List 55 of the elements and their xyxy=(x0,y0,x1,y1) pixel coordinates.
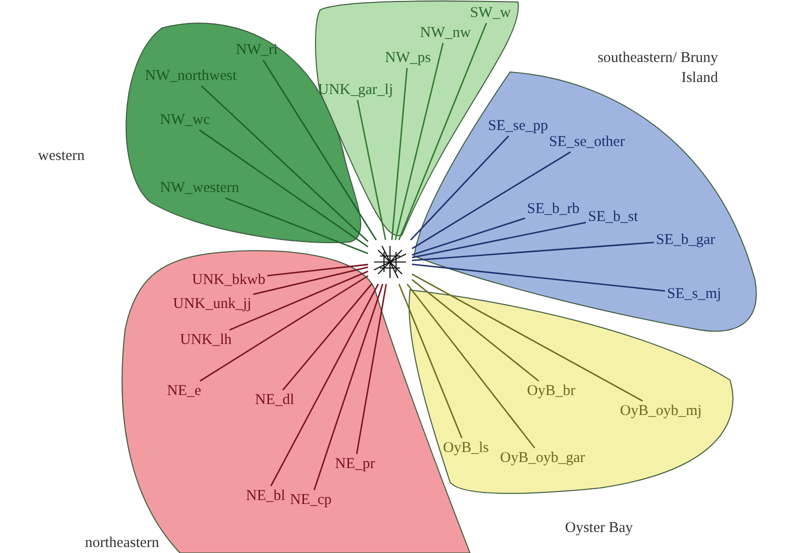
taxon-label: OyB_ls xyxy=(443,440,489,456)
tree-branch xyxy=(398,22,488,240)
taxon-label: OyB_br xyxy=(527,383,576,399)
tree-branch xyxy=(267,264,368,276)
tree-branch xyxy=(394,42,444,240)
taxon-label: NW_northwest xyxy=(145,68,237,84)
tree-branch xyxy=(412,273,644,402)
tree-branch xyxy=(201,85,368,242)
taxon-label: NW_wc xyxy=(160,112,210,128)
tree-branch xyxy=(314,284,384,490)
taxon-label: NW_nw xyxy=(420,25,471,41)
group-label: western xyxy=(38,147,85,166)
tree-branch xyxy=(412,242,654,262)
taxon-label: SE_b_st xyxy=(588,209,638,225)
taxon-label: NW_ps xyxy=(385,50,431,66)
tree-branch xyxy=(262,60,377,240)
tree-branch xyxy=(253,266,368,295)
tree-branch xyxy=(406,284,536,448)
tree-branch xyxy=(412,264,666,292)
taxon-label: NE_dl xyxy=(255,392,294,408)
tree-branch xyxy=(412,218,526,256)
group-label: southeastern/ Bruny Island xyxy=(596,49,718,88)
taxon-label: NE_e xyxy=(167,383,202,399)
tree-branch xyxy=(356,284,387,454)
taxon-label: SW_w xyxy=(470,5,511,21)
tree-branch xyxy=(199,129,368,248)
taxon-label: UNK_unk_jj xyxy=(173,296,252,312)
tree-branch xyxy=(412,151,571,250)
taxon-label: NE_cp xyxy=(290,492,332,508)
taxon-label: NW_western xyxy=(160,180,240,196)
taxon-label: SE_se_other xyxy=(549,134,625,150)
taxon-label: SE_se_pp xyxy=(488,118,548,134)
tree-branch xyxy=(356,100,386,240)
taxon-label: SE_s_mj xyxy=(667,286,722,302)
taxon-label: OyB_oyb_gar xyxy=(500,450,585,466)
taxon-label: UNK_bkwb xyxy=(192,272,266,288)
taxon-label: SE_b_rb xyxy=(527,201,580,217)
tree-branch xyxy=(412,222,586,258)
tree-branch xyxy=(282,284,372,390)
taxon-label: NE_pr xyxy=(335,456,375,472)
tree-branch xyxy=(270,284,379,486)
taxon-label: UNK_lh xyxy=(180,332,232,348)
tree-branch xyxy=(391,68,408,240)
tree-branch xyxy=(225,197,368,254)
taxon-label: NE_bl xyxy=(246,488,286,504)
group-label: Oyster Bay xyxy=(565,519,633,538)
group-label: northeastern xyxy=(85,534,160,553)
tree-branch xyxy=(200,275,368,382)
tree-branch xyxy=(412,279,540,382)
tree-branch xyxy=(229,270,368,331)
taxon-label: OyB_oyb_mj xyxy=(620,403,702,419)
taxon-label: NW_ri xyxy=(236,42,278,58)
taxon-label: SE_b_gar xyxy=(656,232,716,248)
tree-branch xyxy=(398,284,462,438)
tree-branch xyxy=(410,136,510,240)
